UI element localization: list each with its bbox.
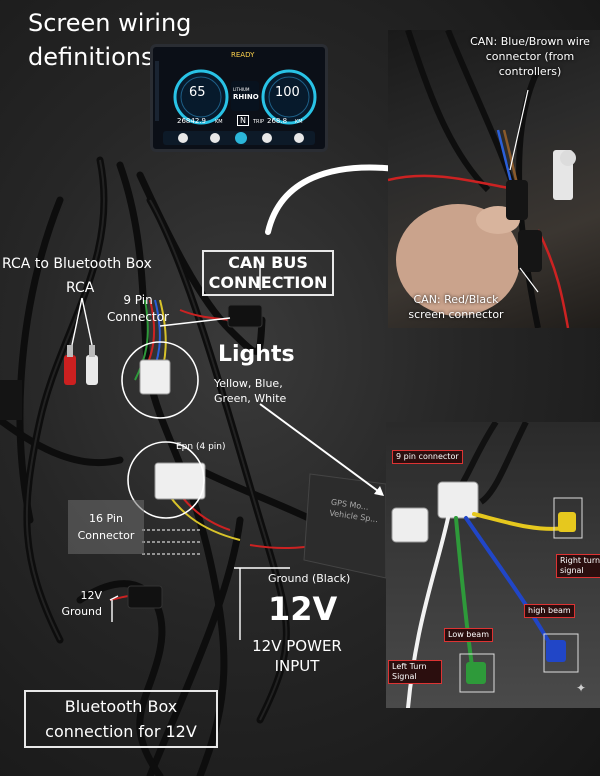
dashboard-screen-image: READY 65 100 LITHIUM RHINO N 26842.9 KM … xyxy=(150,44,328,152)
rca-bluetooth-label: RCA to Bluetooth Box xyxy=(2,256,152,272)
nine-pin-label: 9 Pin Connector xyxy=(107,293,169,324)
screen-brand-top: LITHIUM xyxy=(233,87,250,92)
nine-pin-tag: 9 pin connector xyxy=(392,450,463,464)
lights-connector-photo: ✦ 9 pin connector Right turn signal high… xyxy=(386,422,600,708)
dashboard-gauges xyxy=(155,61,317,145)
lights-label: Lights xyxy=(218,342,295,367)
can-blue-brown-label: CAN: Blue/Brown wire connector (from con… xyxy=(470,35,590,78)
screen-trip: 268.8 xyxy=(267,117,288,125)
high-beam-tag: high beam xyxy=(524,604,575,618)
epn-label: Epn (4 pin) xyxy=(176,442,226,452)
screen-odo: 26842.9 xyxy=(177,117,206,125)
low-beam-tag: Low beam xyxy=(444,628,493,642)
lights-colors-label: Yellow, Blue, Green, White xyxy=(214,377,287,405)
sixteen-pin-box: 16 Pin Connector xyxy=(68,500,144,554)
screen-odo-unit: KM xyxy=(215,119,223,125)
can-red-black-label: CAN: Red/Black screen connector xyxy=(408,293,504,321)
screen-left-value: 65 xyxy=(189,85,206,100)
bluetooth-box: Bluetooth Box connection for 12V xyxy=(24,690,218,748)
screen-status: READY xyxy=(231,51,255,59)
left-turn-tag: Left Turn Signal xyxy=(388,660,442,684)
screen-trip-label: TRIP xyxy=(253,119,265,125)
can-connector-photo: CAN: Blue/Brown wire connector (from con… xyxy=(388,30,600,328)
screen-trip-unit: KM xyxy=(295,119,303,125)
twelve-v-ground-label: 12V Ground xyxy=(61,589,102,618)
screen-brand: RHINO xyxy=(233,93,259,101)
sixteen-pin-label: 16 Pin Connector xyxy=(77,512,135,542)
power-input-label: 12V POWER INPUT xyxy=(252,637,342,675)
can-bus-box: CAN BUS CONNECTION xyxy=(202,250,334,296)
screen-right-value: 100 xyxy=(275,85,300,100)
can-bus-label: CAN BUS CONNECTION xyxy=(208,253,328,292)
svg-text:✦: ✦ xyxy=(576,681,586,695)
bluetooth-box-label: Bluetooth Box connection for 12V xyxy=(45,697,197,741)
ground-black-label: Ground (Black) xyxy=(268,572,351,585)
twelve-v-label: 12V xyxy=(268,590,338,628)
page-title: Screen wiring definitions xyxy=(28,9,192,71)
can-photo-art xyxy=(388,30,576,328)
right-turn-tag: Right turn signal xyxy=(556,554,600,578)
screen-gear: N xyxy=(237,115,249,126)
rca-label: RCA xyxy=(66,280,95,296)
